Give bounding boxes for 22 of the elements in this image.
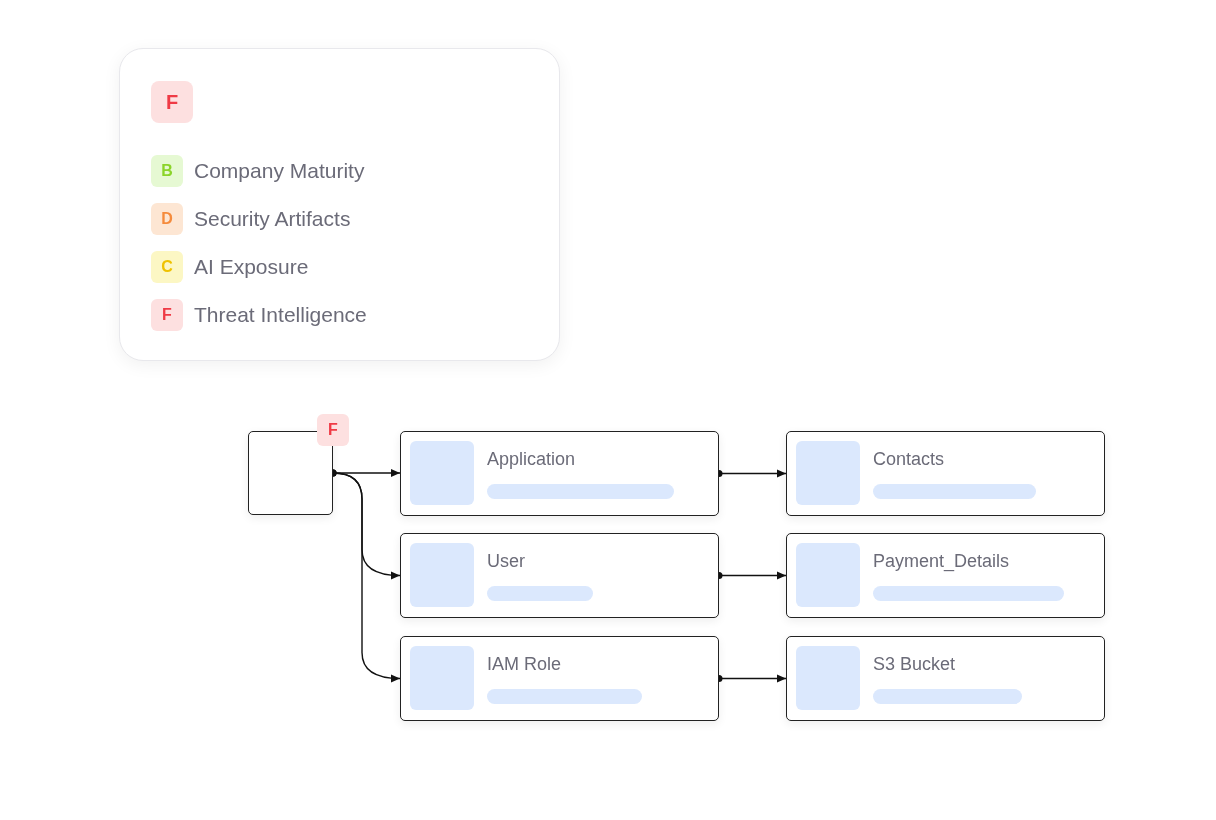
resource-title: S3 Bucket [873,654,956,675]
grade-badge: C [151,251,183,283]
grade-badge: D [151,203,183,235]
resource-card [786,431,1105,516]
resource-title: Contacts [873,449,945,470]
resource-card [786,533,1105,618]
resource-title: Application [487,449,576,470]
category-label: AI Exposure [194,254,309,280]
category-label: Security Artifacts [194,206,351,232]
category-label: Threat Intelligence [194,302,367,328]
resource-title: IAM Role [487,654,562,675]
resource-card [786,636,1105,721]
resource-card [400,431,719,516]
resource-card [400,533,719,618]
grade-badge: B [151,155,183,187]
category-label: Company Maturity [194,158,365,184]
grade-badge: F [317,414,349,446]
resource-card [400,636,719,721]
resource-title: User [487,551,525,572]
grade-badge: F [151,81,193,123]
grade-badge: F [151,299,183,331]
resource-title: Payment_Details [873,551,1010,572]
